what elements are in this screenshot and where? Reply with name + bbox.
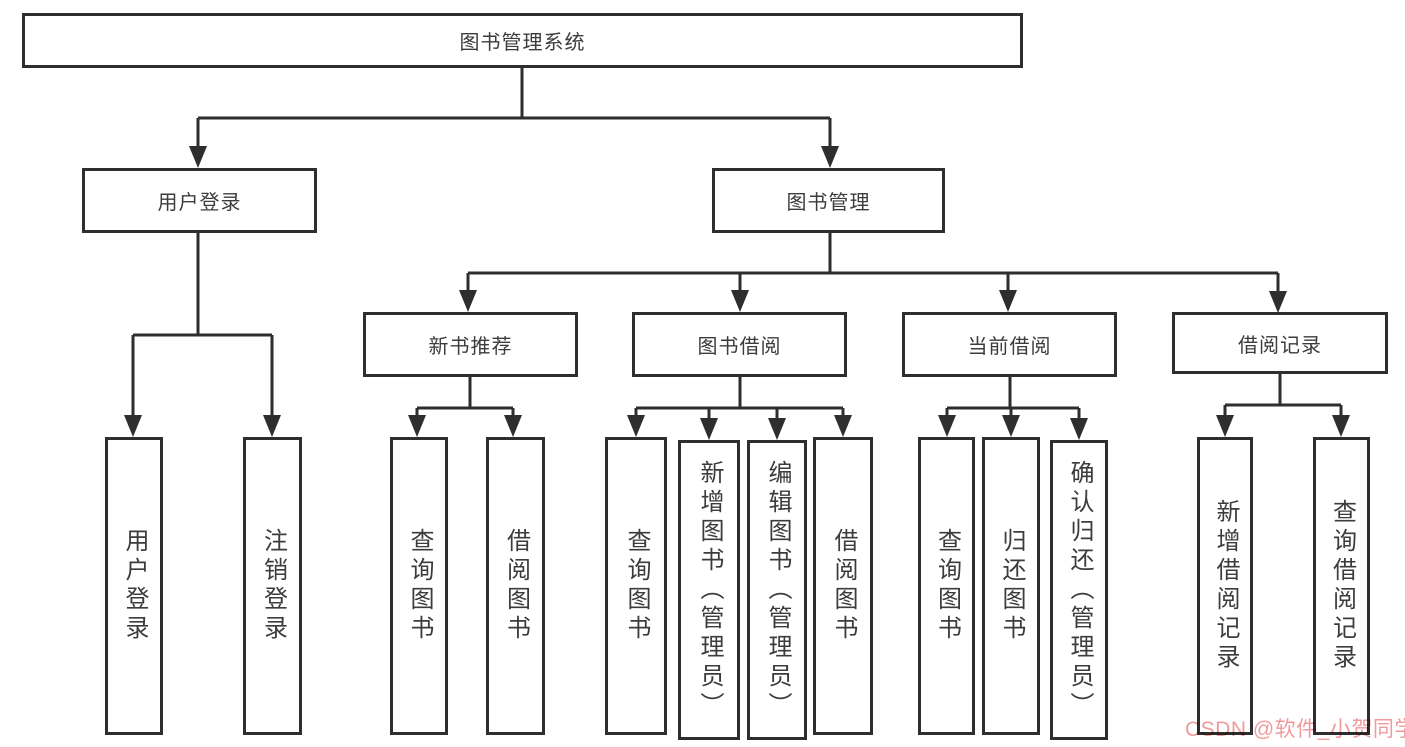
node-leaf-add-book-admin: 新增图书（管理员） [678,440,740,740]
node-label: 注销登录 [259,528,287,644]
node-label: 新增图书（管理员） [696,459,723,721]
node-leaf-query-books-borrow: 查询图书 [605,437,667,735]
node-label: 借阅图书 [830,528,857,644]
node-label: 当前借阅 [967,336,1052,358]
arrowheads [124,146,1350,440]
node-label: 图书管理系统 [459,32,586,54]
node-label: 编辑图书（管理员） [764,459,791,721]
node-label: 归还图书 [998,528,1025,644]
node-leaf-user-login: 用户登录 [105,437,163,735]
node-label: 查询借阅记录 [1328,499,1356,673]
node-label: 查询图书 [406,528,433,644]
node-label: 新书推荐 [428,336,513,358]
node-leaf-confirm-return-admin: 确认归还（管理员） [1050,440,1108,740]
node-leaf-logout: 注销登录 [243,437,302,735]
node-library-management-system: 图书管理系统 [22,13,1023,68]
node-label: 图书管理 [786,192,871,214]
node-leaf-add-borrow-record: 新增借阅记录 [1197,437,1253,735]
node-label: 图书借阅 [697,336,782,358]
node-label: 用户登录 [157,192,242,214]
node-leaf-edit-book-admin: 编辑图书（管理员） [747,440,807,740]
node-borrow-records: 借阅记录 [1172,312,1388,374]
node-label: 查询图书 [623,528,650,644]
node-leaf-query-borrow-record: 查询借阅记录 [1313,437,1370,735]
node-label: 确认归还（管理员） [1066,459,1093,721]
node-label: 新增借阅记录 [1212,499,1239,673]
csdn-watermark: CSDN @软件_小贺同学 [1185,718,1405,741]
node-book-management: 图书管理 [712,168,945,233]
node-leaf-query-books-recommend: 查询图书 [390,437,448,735]
node-label: 借阅图书 [502,528,530,644]
node-label: 查询图书 [933,528,961,644]
node-leaf-borrow-books: 借阅图书 [813,437,873,735]
node-user-login: 用户登录 [82,168,317,233]
node-new-book-recommend: 新书推荐 [363,312,578,377]
node-leaf-borrow-books-recommend: 借阅图书 [486,437,545,735]
node-label: 用户登录 [121,528,148,644]
node-book-borrow: 图书借阅 [632,312,847,377]
node-current-borrow: 当前借阅 [902,312,1117,377]
node-leaf-query-books-current: 查询图书 [918,437,975,735]
node-label: 借阅记录 [1238,334,1322,357]
node-leaf-return-book: 归还图书 [982,437,1040,735]
